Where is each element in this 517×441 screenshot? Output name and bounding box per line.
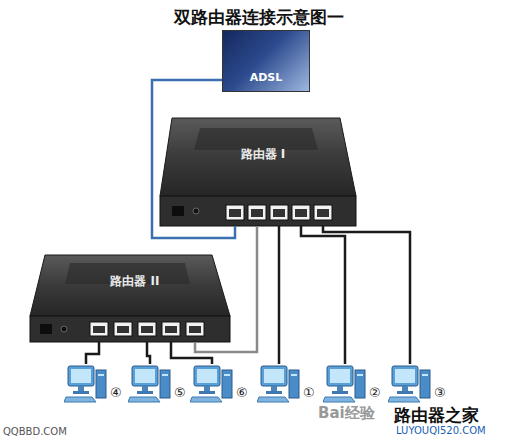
network-cable bbox=[147, 342, 150, 364]
computer-icon bbox=[257, 364, 301, 404]
computer-icon bbox=[323, 364, 367, 404]
watermark: QQBBD.COM bbox=[3, 426, 67, 437]
network-cable bbox=[171, 342, 212, 364]
network-cable bbox=[323, 226, 410, 364]
watermark: 路由器之家 bbox=[394, 404, 479, 427]
computer-node: ⑥ bbox=[190, 364, 254, 404]
computer-icon bbox=[64, 364, 108, 404]
computer-node: ① bbox=[257, 364, 321, 404]
network-cable bbox=[195, 226, 257, 352]
network-cable bbox=[278, 226, 281, 364]
computer-node: ⑤ bbox=[128, 364, 192, 404]
callout-number: ② bbox=[369, 385, 387, 400]
computer-icon bbox=[190, 364, 234, 404]
computer-icon bbox=[128, 364, 172, 404]
router-box: 路由器 I bbox=[160, 118, 366, 226]
callout-number: ③ bbox=[434, 385, 452, 400]
network-cable bbox=[301, 226, 345, 364]
computer-icon bbox=[388, 364, 432, 404]
callout-number: ① bbox=[303, 385, 321, 400]
computer-node: ③ bbox=[388, 364, 452, 404]
callout-number: ⑤ bbox=[174, 385, 192, 400]
router-one-body bbox=[160, 118, 356, 226]
watermark: Bai经验 bbox=[318, 404, 375, 423]
router-box: 路由器 II bbox=[30, 255, 240, 342]
callout-number: ⑥ bbox=[236, 385, 254, 400]
computer-node: ② bbox=[323, 364, 387, 404]
callout-number: ④ bbox=[110, 385, 128, 400]
device-label: ADSL bbox=[223, 71, 309, 84]
network-cable bbox=[86, 342, 99, 364]
watermark-url: LUYOUQI520.COM bbox=[396, 425, 486, 436]
network-cable bbox=[152, 80, 235, 238]
router-two-body bbox=[30, 255, 230, 342]
computer-node: ④ bbox=[64, 364, 128, 404]
device-label: 路由器 II bbox=[30, 273, 240, 290]
diagram-title: 双路由器连接示意图一 bbox=[0, 6, 517, 29]
modem-box: ADSL bbox=[222, 30, 310, 92]
device-label: 路由器 I bbox=[160, 146, 366, 163]
